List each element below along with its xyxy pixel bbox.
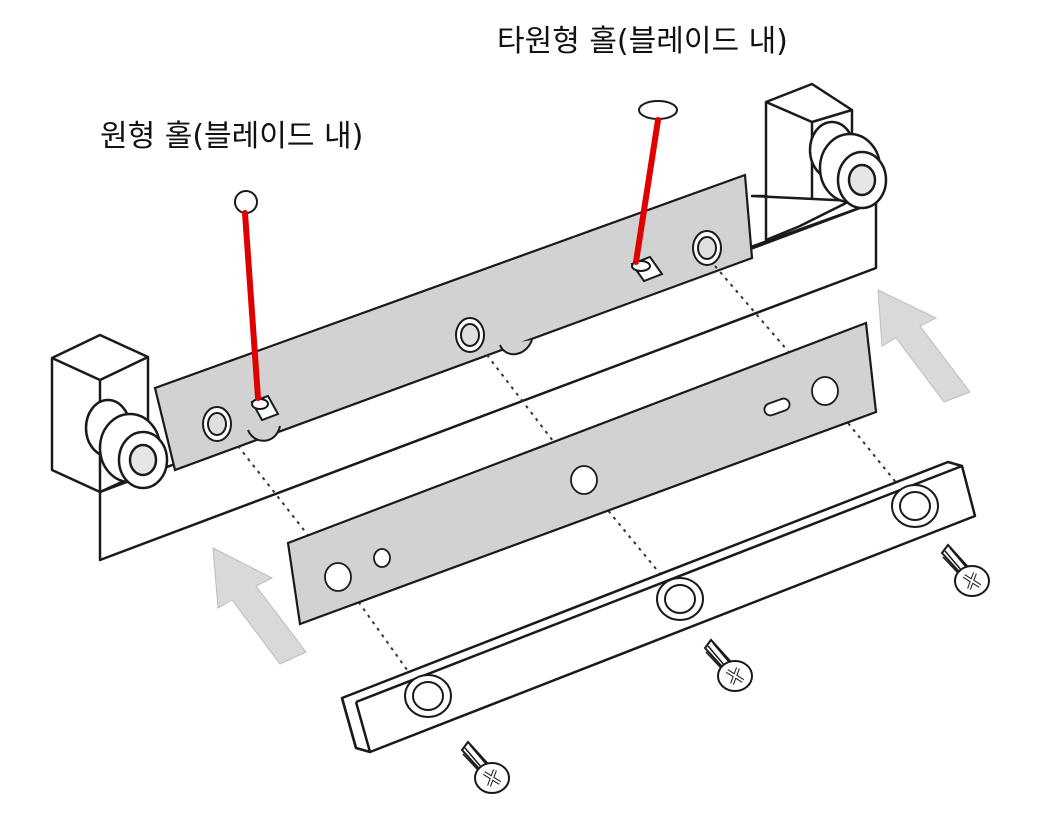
- oval-hole-marker: [638, 100, 678, 120]
- screw-center: [703, 638, 753, 692]
- callout-oval-hole: [633, 100, 678, 265]
- blade-round-hole: [373, 548, 391, 568]
- insert-direction-arrow-right: [877, 289, 971, 403]
- oval-hole-leader: [633, 117, 661, 265]
- right-roller: [808, 120, 888, 210]
- round-hole-marker: [234, 190, 258, 214]
- blade-oval-hole: [763, 397, 791, 417]
- callout-round-hole: [234, 190, 261, 401]
- clamp-hole-left: [404, 674, 452, 718]
- mounted-blade: [153, 173, 754, 472]
- clamp-hole-center: [656, 577, 704, 621]
- round-hole-leader: [242, 210, 261, 401]
- replacement-blade: [286, 321, 878, 626]
- mounted-screw-boss-left: [202, 406, 232, 442]
- screw-right: [940, 543, 990, 597]
- clamp-hole-right: [891, 484, 939, 528]
- left-roller: [84, 398, 169, 490]
- round-hole-label: 원형 홀(블레이드 내): [100, 119, 364, 154]
- screw-left: [460, 740, 510, 794]
- blade-hole-left: [324, 562, 352, 592]
- insert-direction-arrow-left: [212, 547, 307, 665]
- mounted-screw-boss-right: [692, 230, 722, 266]
- blade-hole-right: [811, 376, 839, 406]
- oval-hole-label: 타원형 홀(블레이드 내): [497, 24, 788, 59]
- mounted-screw-boss-center: [455, 317, 485, 353]
- blade-hole-center: [570, 465, 598, 495]
